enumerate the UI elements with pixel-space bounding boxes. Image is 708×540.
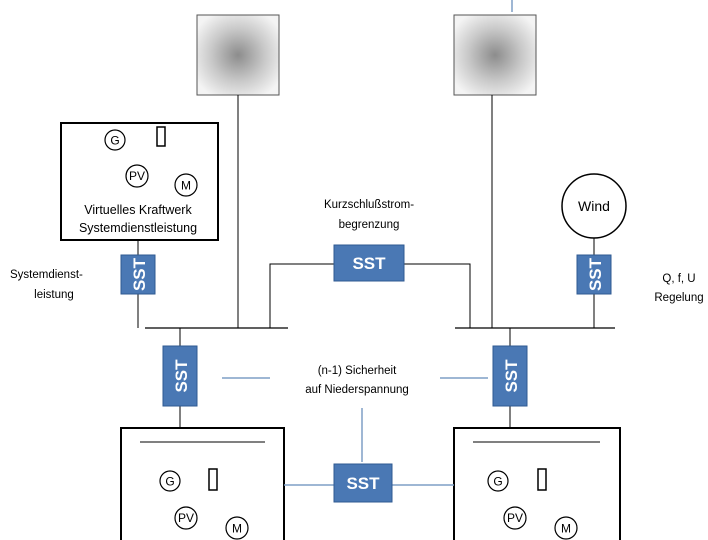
house-left-motor-icon: M — [225, 516, 249, 540]
kurz-link-right — [404, 263, 471, 328]
svg-text:G: G — [110, 134, 119, 148]
house-right-motor-icon: M — [554, 516, 578, 540]
svg-text:G: G — [165, 475, 174, 489]
transformer-right — [453, 14, 537, 96]
systemdienst-label-line2: leistung — [34, 289, 74, 301]
sst-household-left: SST — [162, 345, 198, 407]
n1-label-line2: auf Niederspannung — [305, 384, 409, 396]
wind-turbine-icon: Wind — [561, 173, 627, 239]
svg-text:SST: SST — [346, 474, 380, 493]
household-box-right — [453, 427, 621, 540]
sst-wind: SST — [576, 254, 612, 295]
house-left-storage-icon — [208, 468, 218, 491]
vpp-pv-icon: PV — [125, 164, 149, 188]
kurzschluss-label-line2: begrenzung — [339, 219, 400, 231]
qfu-label-line1: Q, f, U — [662, 273, 695, 285]
svg-text:M: M — [181, 179, 191, 193]
svg-text:Wind: Wind — [578, 198, 610, 214]
sst-kurzschluss: SST — [333, 244, 405, 282]
svg-text:SST: SST — [172, 359, 191, 393]
vpp-label-line2: Systemdienstleistung — [79, 221, 197, 235]
svg-text:SST: SST — [130, 257, 149, 291]
house-left-generator-icon: G — [159, 470, 181, 492]
sst-vpp: SST — [120, 254, 156, 295]
vpp-motor-icon: M — [174, 173, 198, 197]
svg-text:PV: PV — [507, 511, 523, 525]
household-box-left — [120, 427, 285, 540]
qfu-label-line2: Regelung — [654, 292, 703, 304]
systemdienst-label-line1: Systemdienst- — [10, 269, 83, 281]
house-right-pv-icon: PV — [503, 506, 527, 530]
svg-text:M: M — [561, 522, 571, 536]
sst-n1: SST — [333, 463, 393, 503]
svg-text:G: G — [493, 475, 502, 489]
svg-text:SST: SST — [502, 359, 521, 393]
house-right-generator-icon: G — [487, 470, 509, 492]
svg-text:SST: SST — [352, 254, 386, 273]
kurzschluss-label-line1: Kurzschlußstrom- — [324, 199, 414, 211]
sst-household-right: SST — [492, 345, 528, 407]
svg-text:M: M — [232, 522, 242, 536]
kurz-link-left — [269, 263, 334, 328]
svg-text:SST: SST — [586, 257, 605, 291]
house-right-storage-icon — [537, 468, 547, 491]
vpp-generator-icon: G — [104, 129, 126, 151]
svg-text:PV: PV — [178, 511, 194, 525]
svg-text:PV: PV — [129, 169, 145, 183]
transformer-left — [196, 14, 280, 96]
vpp-label-line1: Virtuelles Kraftwerk — [84, 203, 192, 217]
house-left-pv-icon: PV — [174, 506, 198, 530]
vpp-storage-icon — [156, 126, 166, 147]
n1-label-line1: (n-1) Sicherheit — [318, 365, 397, 377]
